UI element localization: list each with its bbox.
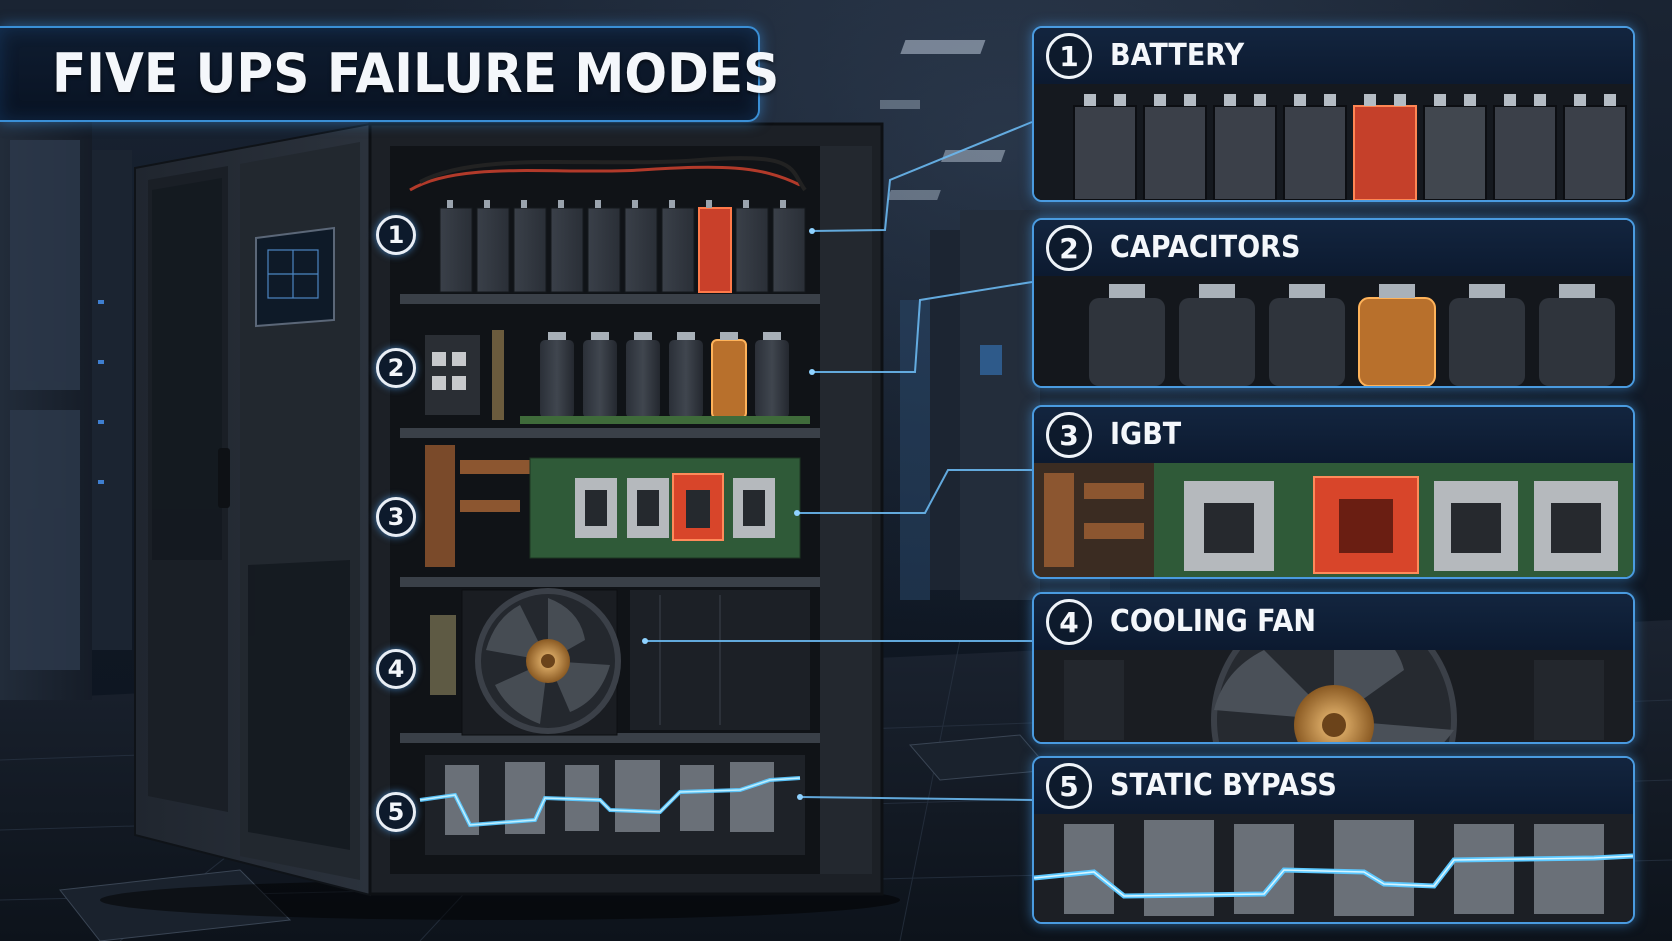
failure-mode-panel-cooling-fan: 4 COOLING FAN: [1032, 592, 1635, 744]
cabinet-callout-battery: 1: [376, 215, 416, 255]
failure-mode-panel-capacitors: 2 CAPACITORS: [1032, 218, 1635, 388]
cabinet-callout-cooling-fan: 4: [376, 649, 416, 689]
mode-label: STATIC BYPASS: [1110, 768, 1337, 803]
mode-label: BATTERY: [1110, 38, 1245, 73]
failure-mode-panel-battery: 1 BATTERY: [1032, 26, 1635, 202]
title-banner: FIVE UPS FAILURE MODES: [0, 26, 779, 122]
panel-header: 2 CAPACITORS: [1034, 220, 1633, 277]
mode-number-badge: 4: [1046, 599, 1092, 645]
cabinet-callout-igbt: 3: [376, 497, 416, 537]
page-title: FIVE UPS FAILURE MODES: [52, 42, 780, 105]
mode-number-badge: 3: [1046, 412, 1092, 458]
static-bypass-closeup-image: [1034, 814, 1633, 922]
panel-header: 4 COOLING FAN: [1034, 594, 1633, 651]
panel-header: 3 IGBT: [1034, 407, 1633, 464]
failure-mode-panel-static-bypass: 5 STATIC BYPASS: [1032, 756, 1635, 924]
cabinet-callout-static-bypass: 5: [376, 792, 416, 832]
mode-number-badge: 5: [1046, 763, 1092, 809]
mode-number-badge: 1: [1046, 33, 1092, 79]
mode-number-badge: 2: [1046, 225, 1092, 271]
panel-header: 1 BATTERY: [1034, 28, 1633, 85]
panel-header: 5 STATIC BYPASS: [1034, 758, 1633, 815]
igbt-closeup-image: [1034, 463, 1633, 577]
cabinet-callout-capacitors: 2: [376, 348, 416, 388]
failure-mode-panel-igbt: 3 IGBT: [1032, 405, 1635, 579]
cooling-fan-closeup-image: [1034, 650, 1633, 742]
mode-label: IGBT: [1110, 417, 1182, 452]
mode-label: CAPACITORS: [1110, 230, 1301, 265]
mode-label: COOLING FAN: [1110, 604, 1316, 639]
battery-closeup-image: [1034, 84, 1633, 200]
capacitors-closeup-image: [1034, 276, 1633, 386]
